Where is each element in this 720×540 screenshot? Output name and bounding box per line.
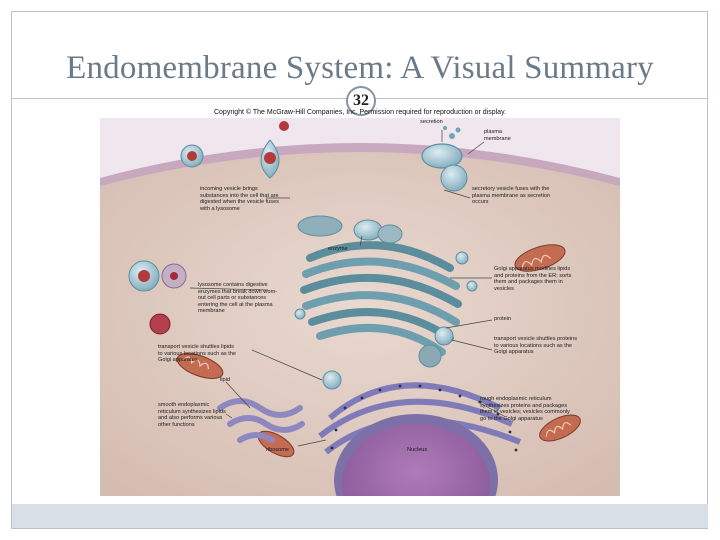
mitochondrion (514, 244, 566, 272)
label-smooth-er: smooth endoplasmic reticulum synthesizes… (158, 402, 226, 428)
golgi-vesicle (418, 344, 442, 368)
particle-icon (187, 151, 197, 161)
slide-number-badge: 32 (346, 86, 376, 116)
secreted-protein-icon (449, 133, 455, 139)
transport-vesicle (353, 219, 383, 241)
golgi-vesicle (294, 308, 306, 320)
label-transport-vesicle-lipids: transport vesicle shuttles lipids to var… (158, 344, 237, 364)
transport-vesicle-lipids (322, 370, 342, 390)
secreted-protein-icon (455, 127, 461, 133)
label-lipid: lipid (220, 377, 230, 383)
secreted-protein-icon (443, 126, 447, 130)
slide-frame (11, 11, 708, 529)
label-transport-vesicle-proteins: transport vesicle shuttles proteins to v… (494, 336, 578, 356)
transport-vesicle-proteins (434, 326, 454, 346)
label-plasma-membrane: plasma membrane (484, 129, 511, 142)
label-incoming-vesicle: incoming vesicle brings substances into … (200, 186, 279, 212)
endomembrane-diagram: secretion plasma membrane incoming vesic… (100, 118, 620, 540)
vesicle (297, 215, 343, 237)
cytoplasm (100, 152, 620, 496)
label-secretory-vesicle: secretory vesicle fuses with the plasma … (472, 186, 551, 206)
slide-title: Endomembrane System: A Visual Summary (66, 50, 654, 86)
secretory-vesicle (440, 164, 468, 192)
label-ribosome: ribosome (266, 447, 290, 453)
cell-illustration (100, 118, 620, 540)
label-enzyme: enzyme (328, 246, 348, 252)
label-nucleus: Nucleus (407, 447, 428, 453)
label-lysosome: lysosome contains digestive enzymes that… (198, 282, 278, 315)
copyright-notice: Copyright © The McGraw-Hill Companies, I… (213, 109, 506, 116)
lysosome (149, 313, 171, 335)
extracellular-particle-icon (279, 121, 289, 131)
incoming-vesicle (260, 139, 280, 179)
label-secretion: secretion (420, 119, 443, 125)
mitochondrion (539, 414, 581, 442)
ribosome-dots (330, 384, 518, 452)
smooth-er (217, 398, 305, 443)
golgi-apparatus (300, 241, 462, 356)
golgi-vesicle (466, 280, 478, 292)
label-protein: protein (494, 316, 512, 322)
label-rough-er: rough endoplasmic reticulum synthesizes … (480, 396, 570, 422)
vesicle (377, 224, 403, 244)
label-golgi-apparatus: Golgi apparatus modifies lipids and prot… (494, 266, 572, 292)
secretion-vesicle (421, 143, 463, 169)
lysosome-cluster (128, 260, 187, 335)
leader-lines (189, 130, 505, 447)
footer-bar (12, 504, 708, 528)
golgi-vesicle (455, 251, 469, 265)
mitochondrion (176, 353, 224, 379)
